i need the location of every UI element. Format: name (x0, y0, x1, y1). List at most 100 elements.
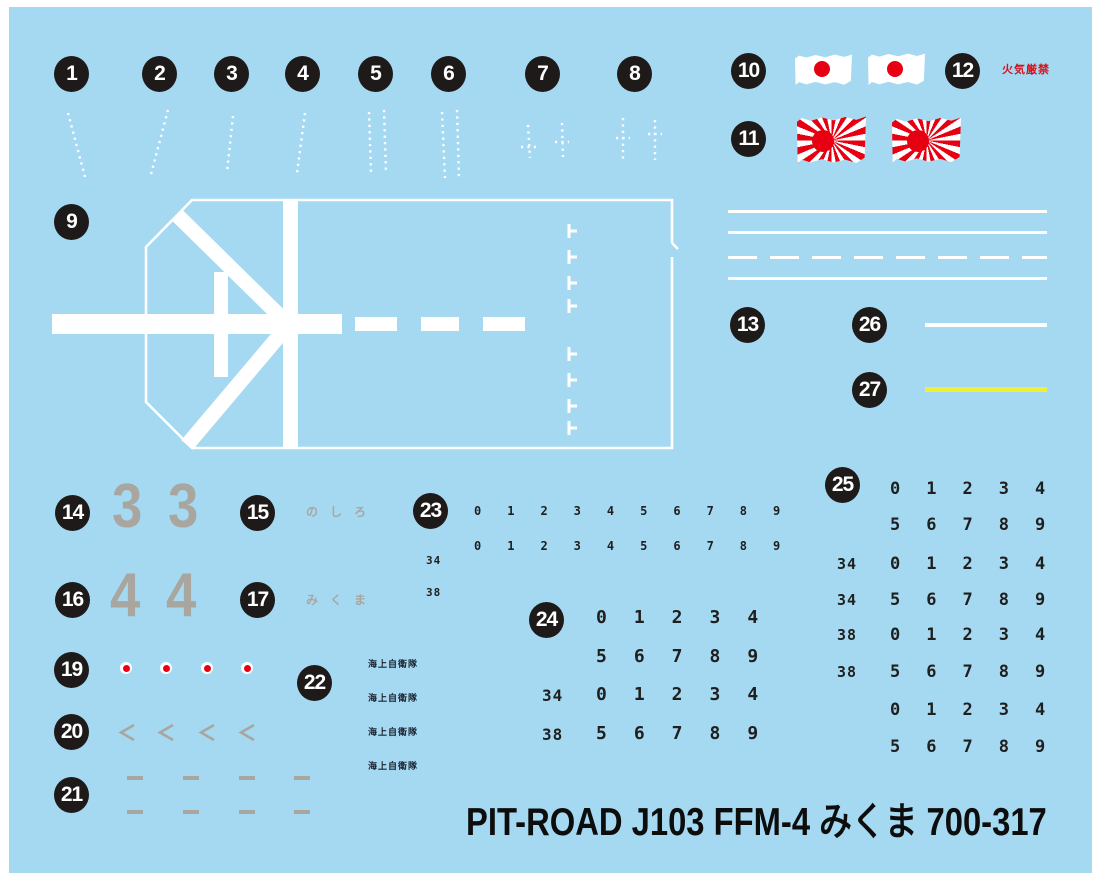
deck-tick-marks (567, 224, 577, 435)
chevron-decals (118, 724, 255, 741)
gray-dash-decal (294, 810, 310, 814)
deck-diagonal-upper (171, 209, 296, 332)
yellow-line-decal-27 (925, 387, 1047, 392)
dotted-line-1 (66, 112, 87, 178)
red-dot-decal-3 (201, 662, 213, 674)
deck-dash-3 (483, 317, 525, 331)
dotted-line-8b (648, 120, 662, 160)
size-label-38: 38 (542, 725, 564, 744)
badge-20: 20 (54, 714, 89, 750)
chevron-left-icon (198, 724, 215, 741)
digits-row: 56789 (890, 590, 1072, 610)
badge-2: 2 (142, 56, 177, 92)
chevron-left-icon (157, 724, 174, 741)
rising-sun-ensign-1 (797, 116, 866, 164)
deck-diagonal-lower (181, 318, 296, 450)
dotted-line-7b (555, 122, 569, 158)
badge-14: 14 (55, 495, 90, 531)
digits-row: 56789 (890, 737, 1072, 757)
digits-row-medium: 01234 (596, 684, 786, 705)
digits-row-medium: 01234 (596, 607, 786, 628)
ship-name-mikuma-decal: みくま (306, 593, 379, 607)
gray-dash-decal (183, 810, 199, 814)
digits-row: 01234 (890, 625, 1072, 645)
gray-dash-decal (239, 810, 255, 814)
deck-horizontal-bar (52, 314, 342, 334)
digits-row-small: 0123456789 (474, 539, 807, 553)
badge-15: 15 (240, 495, 275, 531)
size-label-38: 38 (426, 586, 442, 599)
red-dot-decal-2 (160, 662, 172, 674)
badge-4: 4 (285, 56, 320, 92)
size-label-34: 34 (837, 591, 858, 609)
badge-27: 27 (852, 372, 887, 408)
dotted-line-2 (148, 109, 170, 179)
badge-19: 19 (54, 652, 89, 688)
hinomaru-flag-1 (795, 54, 852, 86)
gray-dash-decal (183, 776, 199, 780)
digits-row: 01234 (890, 479, 1072, 499)
rising-sun-ensign-2 (892, 117, 961, 163)
size-label-34: 34 (837, 555, 858, 573)
badge-16: 16 (55, 582, 90, 618)
red-dot-decal-1 (120, 662, 132, 674)
hinomaru-flag-2 (868, 53, 925, 86)
digits-row: 56789 (890, 662, 1072, 682)
badge-1: 1 (54, 56, 89, 92)
digits-row: 56789 (890, 515, 1072, 535)
dotted-line-6a (440, 111, 447, 179)
badge-8: 8 (617, 56, 652, 92)
size-label-38: 38 (837, 626, 858, 644)
badge-7: 7 (525, 56, 560, 92)
badge-10: 10 (731, 53, 766, 89)
gray-dash-decal (239, 776, 255, 780)
badge-17: 17 (240, 582, 275, 618)
badge-9: 9 (54, 204, 89, 240)
badge-23: 23 (413, 493, 448, 529)
badge-22: 22 (297, 665, 332, 701)
gray-dash-decal (127, 776, 143, 780)
chevron-left-icon (238, 724, 255, 741)
digits-row-medium: 56789 (596, 723, 786, 744)
hull-number-3-decal: 3 3 (112, 472, 204, 541)
jmsdf-text-decal-4: 海上自衛隊 (368, 761, 419, 771)
white-line-decal-26 (925, 323, 1047, 327)
deck-dash-1 (355, 317, 397, 331)
hull-number-4-decal: 4 4 (110, 561, 202, 630)
jmsdf-text-decal-1: 海上自衛隊 (368, 659, 419, 669)
fire-hazard-warning-decal: 火気厳禁 (1002, 64, 1050, 76)
badge-3: 3 (214, 56, 249, 92)
badge-6: 6 (431, 56, 466, 92)
size-label-34: 34 (542, 686, 564, 705)
deck-outline-notch (671, 242, 679, 250)
badge-24: 24 (529, 602, 564, 638)
digits-row: 01234 (890, 554, 1072, 574)
dotted-line-decals (66, 109, 662, 179)
gray-dash-decal (294, 776, 310, 780)
gray-dash-decal (127, 810, 143, 814)
badge-25: 25 (825, 467, 860, 503)
size-label-34: 34 (426, 554, 442, 567)
white-line-decal-1 (728, 210, 1047, 213)
badge-5: 5 (358, 56, 393, 92)
chevron-left-icon (118, 724, 135, 741)
badge-11: 11 (731, 121, 766, 157)
badge-13: 13 (730, 307, 765, 343)
badge-21: 21 (54, 777, 89, 813)
dotted-line-6b (455, 109, 461, 179)
digits-row-small: 0123456789 (474, 504, 807, 518)
dotted-line-4 (295, 112, 307, 174)
ship-name-noshiro-decal: のしろ (306, 505, 379, 519)
white-dashed-line-decal (728, 256, 1047, 259)
white-line-decal-3 (728, 277, 1047, 280)
dotted-line-3 (225, 115, 235, 173)
dotted-line-8a (616, 118, 630, 162)
deck-dash-2 (421, 317, 459, 331)
red-dot-decal-4 (241, 662, 253, 674)
dotted-line-7a (521, 124, 537, 159)
jmsdf-text-decal-2: 海上自衛隊 (368, 693, 419, 703)
product-title: PIT-ROAD J103 FFM-4 みくま 700-317 (466, 801, 1047, 844)
dotted-line-5b (382, 109, 388, 173)
white-line-decal-2 (728, 231, 1047, 234)
